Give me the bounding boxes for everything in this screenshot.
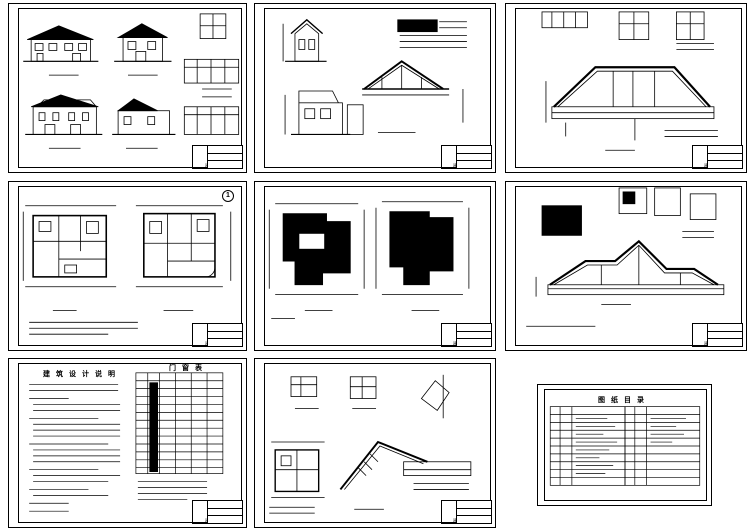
drawing-sheet-details[interactable]: 建施-8	[254, 358, 496, 528]
section-drawings	[282, 18, 467, 136]
detail-drawings	[269, 374, 472, 514]
title-block-left	[441, 500, 458, 524]
sheet-frame	[18, 8, 242, 168]
elevation-drawings	[23, 13, 240, 149]
schedule-title: 门窗表	[169, 364, 208, 372]
sheet-frame	[515, 8, 742, 168]
title-block	[207, 145, 243, 169]
title-block-left	[441, 145, 458, 169]
title-block-left	[192, 500, 209, 524]
roof-section-drawing	[541, 11, 718, 151]
drawing-sheet-sections[interactable]: 建施-2	[254, 3, 496, 173]
drawing-sheet-floor-plans[interactable]: 1 建施-4	[8, 181, 247, 351]
sheet-frame	[18, 363, 242, 523]
drawing-sheet-notes[interactable]: 建筑设计说明 门窗表 建	[8, 358, 247, 528]
drawing-sheet-index[interactable]: 图纸目录	[537, 384, 712, 506]
drawing-sheet-roof-section[interactable]: 建施-3	[505, 3, 747, 173]
sheet-frame	[264, 363, 491, 523]
title-block	[207, 323, 243, 347]
notes-title: 建筑设计说明	[43, 370, 121, 378]
title-block-left	[192, 145, 209, 169]
index-title: 图纸目录	[598, 396, 650, 404]
sheet-frame	[544, 389, 707, 501]
title-block-left	[192, 323, 209, 347]
sheet-frame	[264, 8, 491, 168]
section-2-drawing	[526, 187, 725, 327]
floor-plan-drawings	[22, 205, 232, 335]
title-block	[707, 323, 743, 347]
title-block	[456, 145, 492, 169]
title-block	[456, 323, 492, 347]
title-block	[456, 500, 492, 524]
notes-and-schedule	[29, 372, 224, 512]
title-block	[707, 145, 743, 169]
drawing-sheet-section-2[interactable]: 建施-6	[505, 181, 747, 351]
sheet-frame	[18, 186, 242, 346]
drawing-sheet-elevations[interactable]: 建施-1	[8, 3, 247, 173]
index-table	[549, 406, 701, 486]
roof-plan-drawings	[268, 201, 470, 319]
sheet-frame	[515, 186, 742, 346]
sheet-frame	[264, 186, 491, 346]
title-block-left	[692, 323, 709, 347]
title-block-left	[692, 145, 709, 169]
drawing-sheet-roof-plans[interactable]: 建施-5	[254, 181, 496, 351]
title-block-left	[441, 323, 458, 347]
title-block	[207, 500, 243, 524]
sheet-marker: 1	[222, 190, 234, 202]
